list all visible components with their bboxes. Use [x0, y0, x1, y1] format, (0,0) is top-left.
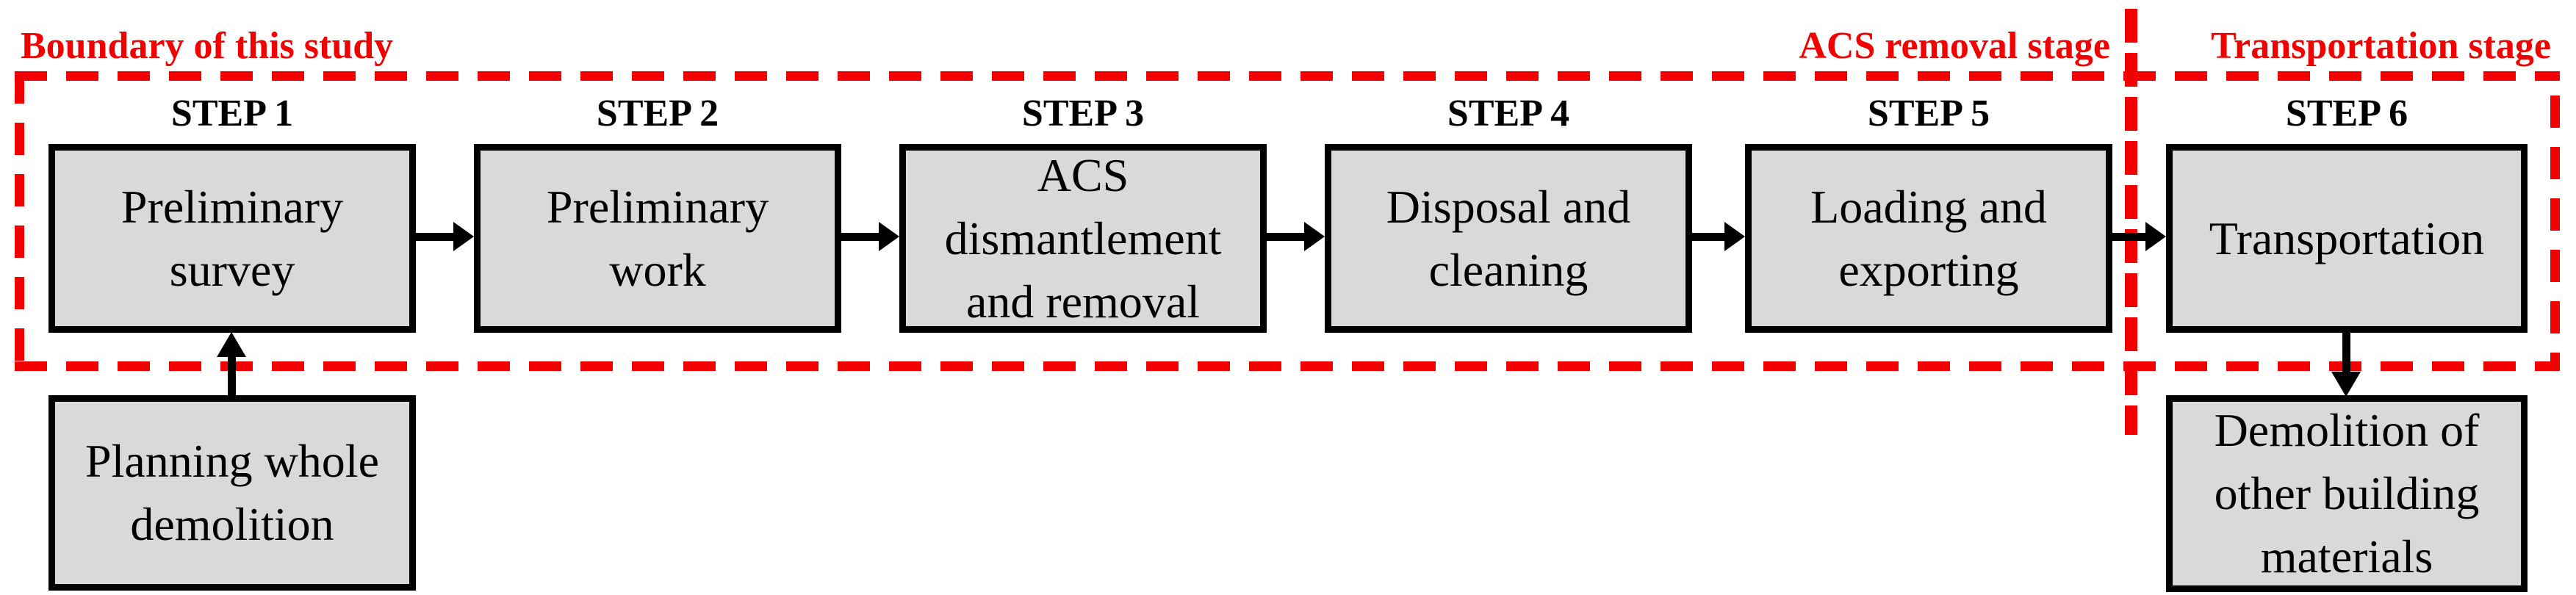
- arrow-step3-step4: [1264, 233, 1304, 241]
- step-5-label: STEP 5: [1867, 93, 1990, 134]
- step-6-label: STEP 6: [2285, 93, 2408, 134]
- arrow-right-icon: [1724, 222, 1745, 251]
- preliminary-work-box: Preliminary work: [474, 144, 841, 333]
- boundary-bottom-dashed-line: [15, 361, 2560, 371]
- arrow-up-icon: [217, 332, 246, 357]
- transportation-stage-label: Transportation stage: [2211, 25, 2551, 67]
- arrow-planning-step1: [228, 356, 236, 397]
- arrow-down-icon: [2331, 372, 2361, 397]
- demolition-other-materials-box: Demolition of other building materials: [2166, 395, 2528, 592]
- loading-exporting-box: Loading and exporting: [1745, 144, 2112, 333]
- stage-divider-dashed-line: [2125, 9, 2137, 435]
- preliminary-survey-box: Preliminary survey: [48, 144, 416, 333]
- arrow-right-icon: [879, 222, 899, 251]
- acs-removal-stage-label: ACS removal stage: [1799, 25, 2110, 67]
- arrow-right-icon: [453, 222, 474, 251]
- step-1-label: STEP 1: [170, 93, 294, 134]
- step-2-label: STEP 2: [596, 93, 719, 134]
- boundary-top-dashed-line: [15, 71, 2560, 81]
- planning-whole-demolition-box: Planning whole demolition: [48, 395, 416, 591]
- boundary-right-dashed-line: [2550, 95, 2560, 371]
- boundary-left-dashed-line: [15, 71, 24, 371]
- arrow-step1-step2: [413, 233, 453, 241]
- arrow-step4-step5: [1689, 233, 1724, 241]
- disposal-cleaning-box: Disposal and cleaning: [1325, 144, 1692, 333]
- step-4-label: STEP 4: [1447, 93, 1570, 134]
- arrow-step5-step6: [2109, 233, 2145, 241]
- arrow-step6-demolition: [2342, 333, 2350, 373]
- boundary-of-study-label: Boundary of this study: [21, 25, 394, 67]
- arrow-step2-step3: [838, 233, 879, 241]
- acs-dismantlement-box: ACS dismantlement and removal: [899, 144, 1267, 333]
- transportation-box: Transportation: [2166, 144, 2528, 333]
- arrow-right-icon: [2145, 222, 2166, 251]
- step-3-label: STEP 3: [1021, 93, 1145, 134]
- arrow-right-icon: [1304, 222, 1325, 251]
